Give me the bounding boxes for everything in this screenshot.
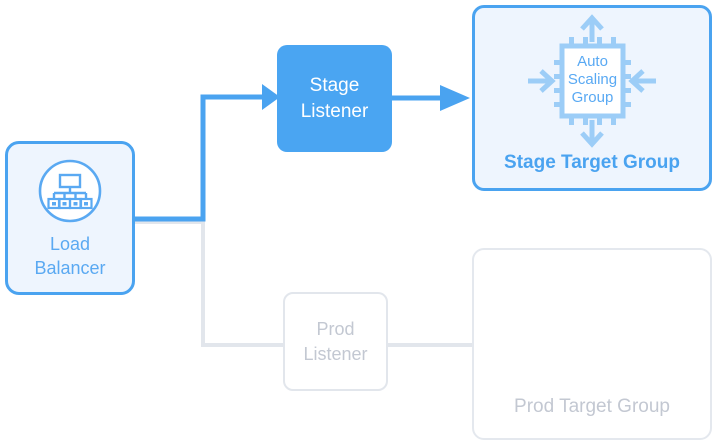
load-balancer-label-line1: Load — [49, 234, 91, 254]
prod-listener-label-line2: Listener — [303, 343, 368, 364]
arrowhead-stage-target-group — [440, 85, 470, 111]
stage-target-group-node[interactable]: Auto Scaling Group Stage Target Group — [472, 5, 712, 191]
auto-scaling-group-chip-icon: Auto Scaling Group — [518, 12, 666, 150]
prod-target-group-label: Prod Target Group — [514, 396, 670, 417]
stage-listener-label-line1: Stage — [309, 74, 360, 96]
edge-lb-to-prod-listener — [133, 220, 283, 347]
load-balancer-label-line2: Balancer — [34, 258, 106, 278]
edge-lb-to-stage-listener — [130, 94, 265, 222]
prod-listener-node[interactable]: Prod Listener — [283, 292, 388, 391]
load-balancer-label: Load Balancer — [34, 232, 105, 280]
prod-listener-label-line1: Prod — [316, 318, 355, 339]
svg-text:Scaling: Scaling — [568, 71, 617, 88]
prod-listener-label: Prod Listener — [303, 317, 367, 367]
svg-text:Group: Group — [572, 89, 614, 106]
stage-listener-label: Stage Listener — [301, 73, 369, 125]
prod-target-group-node[interactable]: Prod Target Group — [472, 248, 712, 440]
stage-target-group-label: Stage Target Group — [504, 152, 680, 173]
load-balancer-node[interactable]: Load Balancer — [5, 141, 135, 295]
stage-listener-node[interactable]: Stage Listener — [277, 45, 392, 152]
svg-text:Auto: Auto — [577, 53, 608, 70]
stage-listener-label-line2: Listener — [300, 100, 369, 122]
load-balancer-hierarchy-icon — [37, 158, 103, 224]
